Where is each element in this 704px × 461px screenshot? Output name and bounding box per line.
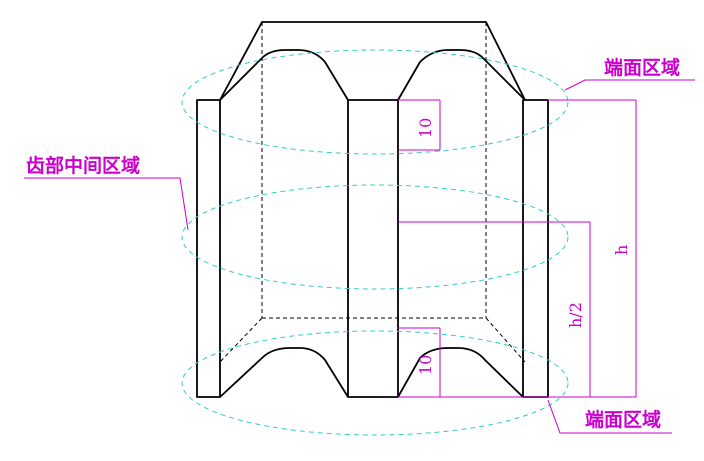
height-dimension: h <box>612 245 631 255</box>
solid-outline <box>196 21 549 398</box>
bottom-offset-dimension: 10 <box>416 355 435 375</box>
region-ellipses <box>181 49 569 436</box>
tooth-middle-region-label: 齿部中间区域 <box>26 154 140 177</box>
top-offset-dimension: 10 <box>416 118 435 138</box>
middle-region-ellipse <box>181 184 569 290</box>
hidden-edges <box>219 22 526 363</box>
dimension-lines <box>24 79 695 434</box>
half-height-dimension: h/2 <box>566 302 585 328</box>
end-region-bottom-label: 端面区域 <box>585 408 661 431</box>
end-region-top-label: 端面区域 <box>604 56 680 79</box>
top-end-region-ellipse <box>181 49 569 155</box>
bottom-end-region-ellipse <box>181 330 569 436</box>
